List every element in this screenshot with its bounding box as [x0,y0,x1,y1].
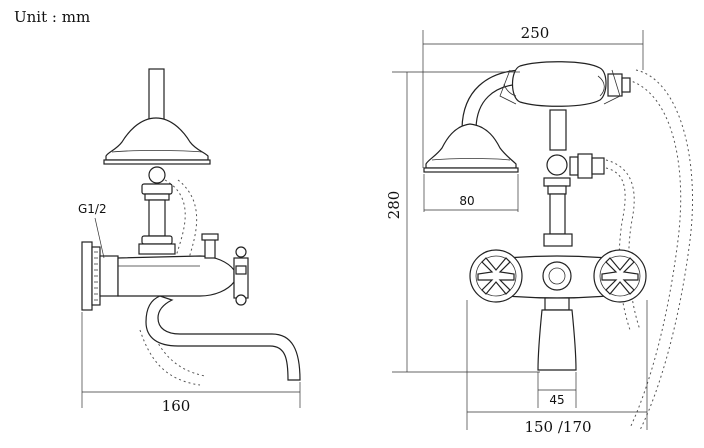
side-wall-flange [81,241,93,311]
front-spout [537,309,577,371]
left-cross-handle [469,249,523,303]
front-center-stem [549,109,567,151]
side-riser [148,199,166,237]
side-hose [164,179,198,263]
right-cross-handle [593,249,647,303]
width-dim-left-label: 160 [162,397,191,415]
unit-label: Unit : mm [14,8,90,26]
thread-size-label: G1/2 [78,202,107,216]
side-valve-body [117,255,235,297]
side-stem-top [148,68,165,125]
front-hose [627,69,693,431]
top-width-dim-label: 250 [521,24,550,42]
front-shower-head [425,123,517,169]
base-dim-label: 150 /170 [524,418,591,436]
side-view: G1/2 160 [78,68,301,415]
side-shower-head [105,117,209,161]
front-view: 250 280 80 45 150 /170 [385,24,693,436]
handset-arm [461,69,521,131]
spout-dim-label: 45 [549,393,564,407]
side-ball-joint [148,166,166,184]
head-dim-label: 80 [459,194,474,208]
handset [511,61,607,107]
side-spout [145,295,301,381]
height-dim-label: 280 [385,191,403,220]
front-diverter-ball [546,154,568,176]
